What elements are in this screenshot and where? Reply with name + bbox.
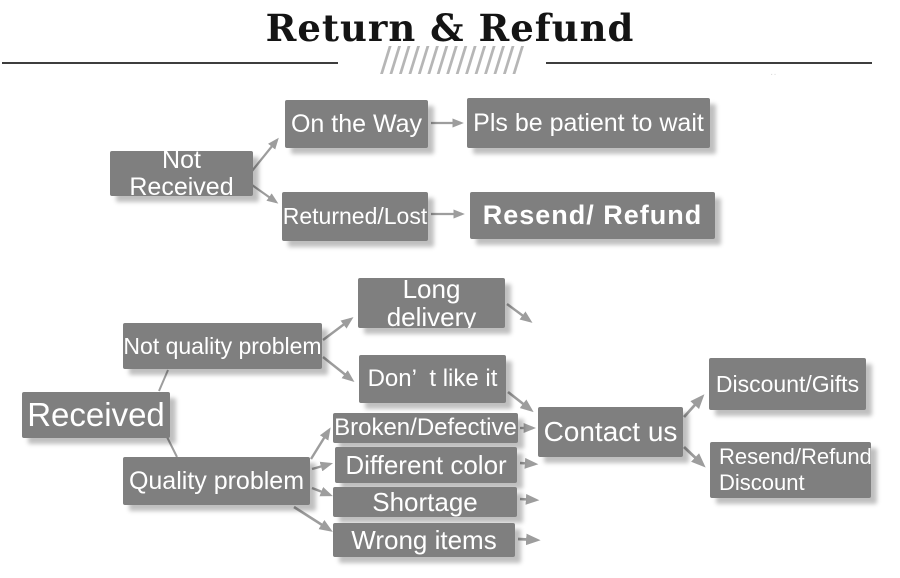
header-divider-right [546,62,872,64]
edge-quality-shortage [311,486,333,497]
node-wrong-items: Wrong items [333,523,515,557]
edge-diffcolor-contactus [519,457,539,469]
edge-received-notquality [158,369,169,392]
edge-quality-wrongitems [293,505,333,532]
node-received: Received [22,392,170,438]
page-title: Return & Refund [265,6,635,50]
node-returned-lost: Returned/Lost [282,192,428,241]
edge-notquality-dontlike [322,356,355,382]
node-resend-refund: Resend/ Refund [470,192,715,239]
node-not-received: Not Received [110,151,253,196]
edge-notreceived-returnedlost [251,184,279,204]
node-long-delivery: Long delivery [358,278,505,328]
node-pls-be-patient: Pls be patient to wait [467,98,710,148]
edge-notquality-longdelivery [322,317,354,341]
hatch-decoration: /////////////// [380,40,524,80]
edge-notreceived-ontheway [251,137,279,172]
node-different-color: Different color [335,447,517,483]
node-on-the-way: On the Way [285,100,428,148]
node-contact-us: Contact us [538,407,683,457]
edge-quality-broken [309,427,331,460]
node-resend-refund-discount: Resend/Refund/ Discount [710,442,871,498]
edge-received-quality [166,436,178,458]
node-not-quality-problem: Not quality problem [123,323,322,369]
node-dont-like-it: Don’ t like it [359,355,506,403]
edge-contactus-discountgifts [682,394,705,418]
edge-longdelivery-out [506,303,533,323]
print-artifact: ·· [770,69,777,80]
edge-dontlike-contactus [507,390,534,413]
edge-wrongitems-contactus [517,533,541,546]
node-shortage: Shortage [333,487,517,517]
edge-shortage-contactus [519,493,540,505]
header-divider-left [2,62,338,64]
node-discount-gifts: Discount/Gifts [709,358,866,410]
edge-quality-diffcolor [311,461,334,472]
edge-contactus-resendrefunddiscount [683,445,706,468]
node-broken-defective: Broken/Defective [333,413,518,443]
node-quality-problem: Quality problem [123,457,310,505]
